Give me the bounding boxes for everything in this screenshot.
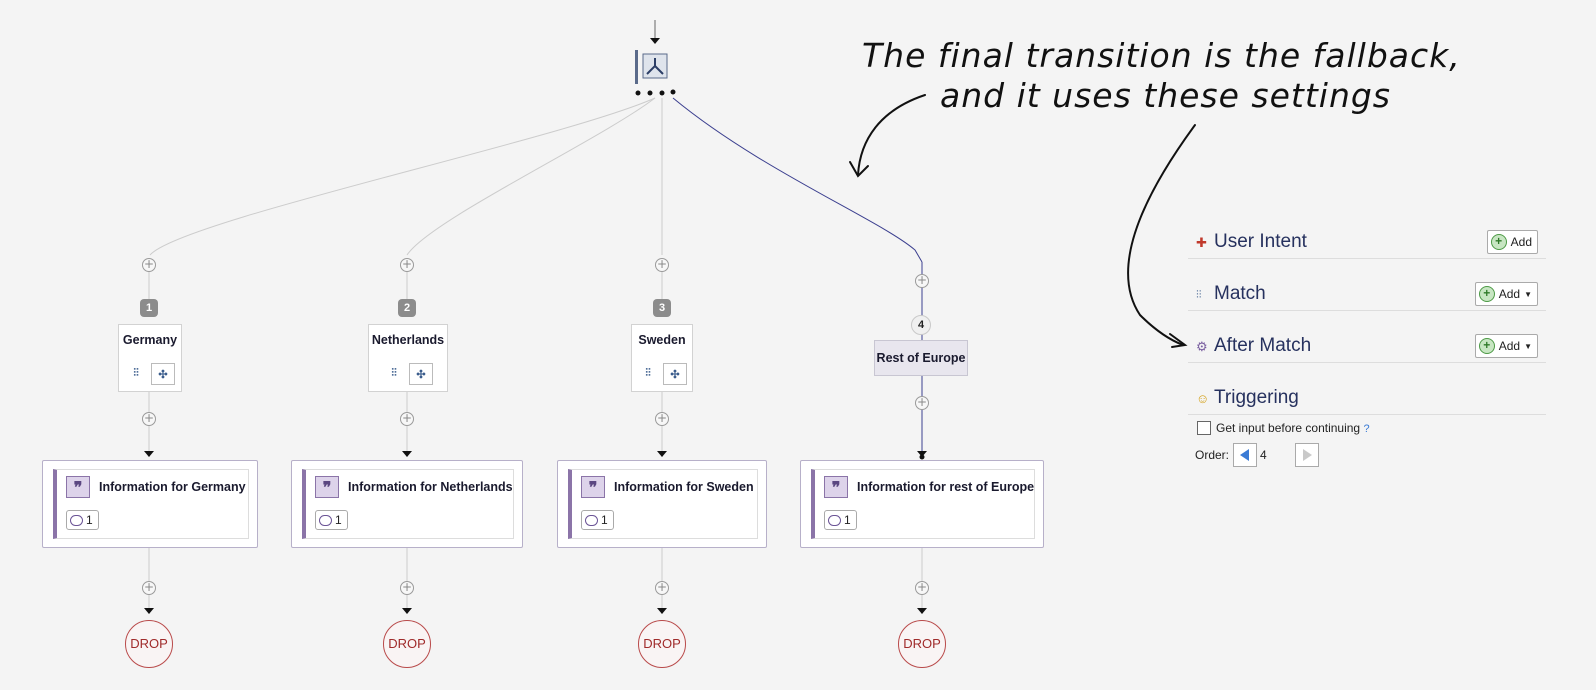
after-match-icon: ⚙ (1196, 339, 1208, 354)
plus-icon: + (1478, 338, 1495, 354)
order-badge: 1 (140, 299, 158, 317)
output-title: Information for Netherlands (348, 480, 513, 494)
add-node-button[interactable]: + (915, 395, 929, 410)
order-value: 4 (1260, 448, 1267, 462)
arrow-left-icon (1240, 449, 1249, 461)
add-user-intent-button[interactable]: +Add (1486, 230, 1538, 254)
plus-icon: + (1478, 286, 1495, 302)
branch-dot (635, 90, 641, 96)
section-user-intent[interactable]: ✚ User Intent +Add (1188, 228, 1546, 259)
chat-bubble-icon (828, 514, 841, 526)
get-input-label: Get input before continuing ? (1216, 421, 1370, 435)
annotation-arrow-left (857, 94, 926, 176)
transition-label: Netherlands (371, 333, 445, 347)
plus-icon: + (1490, 234, 1507, 250)
chevron-down-icon: ▼ (1524, 341, 1532, 351)
order-badge: 2 (398, 299, 416, 317)
section-triggering[interactable]: ☺ Triggering (1188, 384, 1546, 415)
add-node-button[interactable]: + (915, 580, 929, 595)
drop-node[interactable]: DROP (125, 620, 173, 668)
entity-network-icon[interactable]: ✣ (409, 363, 433, 385)
match-icon: ⫶⫶ (391, 366, 397, 379)
transition-sweden[interactable]: Sweden ⫶⫶ ✣ (631, 324, 693, 392)
add-node-button[interactable]: + (400, 411, 414, 426)
quote-icon: ❞ (581, 476, 605, 498)
person-icon: ☺ (1196, 391, 1210, 406)
quote-icon: ❞ (315, 476, 339, 498)
connector-netherlands (406, 97, 656, 256)
section-label: Match (1214, 283, 1266, 304)
order-increase-button[interactable] (1295, 443, 1319, 467)
add-node-button[interactable]: + (655, 411, 669, 426)
chat-bubble-icon (70, 514, 83, 526)
add-node-button[interactable]: + (142, 411, 156, 426)
entity-network-icon[interactable]: ✣ (663, 363, 687, 385)
add-node-button[interactable]: + (655, 580, 669, 595)
chevron-down-icon: ▼ (1524, 289, 1532, 299)
output-title: Information for Sweden (614, 480, 754, 494)
drop-node[interactable]: DROP (383, 620, 431, 668)
output-netherlands[interactable]: ❞ Information for Netherlands 1 (291, 460, 523, 548)
message-count[interactable]: 1 (824, 510, 857, 530)
drop-node[interactable]: DROP (898, 620, 946, 668)
output-sweden[interactable]: ❞ Information for Sweden 1 (557, 460, 767, 548)
annotation-arrow-right (1127, 124, 1196, 346)
add-transition-button[interactable]: + (400, 257, 414, 272)
output-title: Information for Germany (99, 480, 246, 494)
match-icon: ⫶⫶ (645, 366, 651, 379)
order-label: Order: (1195, 448, 1230, 462)
match-icon: ⫶⫶ (133, 366, 139, 379)
chat-bubble-icon (319, 514, 332, 526)
transition-label: Germany (122, 333, 178, 347)
section-label: User Intent (1214, 231, 1307, 252)
order-badge: 3 (653, 299, 671, 317)
get-input-checkbox[interactable] (1197, 421, 1211, 435)
add-after-match-button[interactable]: +Add▼ (1474, 334, 1538, 358)
transition-rest-of-europe[interactable]: Rest of Europe (874, 340, 968, 376)
annotation-line-2: and it uses these settings (940, 76, 1392, 115)
message-count[interactable]: 1 (315, 510, 348, 530)
transition-label: Sweden (638, 333, 686, 347)
message-count[interactable]: 1 (581, 510, 614, 530)
section-label: After Match (1214, 335, 1312, 356)
entity-network-icon[interactable]: ✣ (151, 363, 175, 385)
section-label: Triggering (1214, 387, 1299, 408)
output-title: Information for rest of Europe (857, 480, 1035, 494)
annotation-line-1: The final transition is the fallback, (862, 36, 1461, 75)
drop-node[interactable]: DROP (638, 620, 686, 668)
add-node-button[interactable]: + (142, 580, 156, 595)
help-icon[interactable]: ? (1363, 423, 1370, 435)
branch-dot (647, 90, 653, 96)
add-transition-button[interactable]: + (142, 257, 156, 272)
arrow-head (650, 38, 660, 44)
transition-netherlands[interactable]: Netherlands ⫶⫶ ✣ (368, 324, 448, 392)
switch-node[interactable] (635, 50, 669, 84)
section-after-match[interactable]: ⚙ After Match +Add▼ (1188, 332, 1546, 363)
output-germany[interactable]: ❞ Information for Germany 1 (42, 460, 258, 548)
user-intent-icon: ✚ (1196, 235, 1207, 250)
arrow-right-icon (1303, 449, 1312, 461)
transition-germany[interactable]: Germany ⫶⫶ ✣ (118, 324, 182, 392)
order-badge: 4 (911, 315, 931, 335)
section-match[interactable]: ⫶⫶ Match +Add▼ (1188, 280, 1546, 311)
message-count[interactable]: 1 (66, 510, 99, 530)
connector-rest-of-europe (672, 97, 923, 263)
chat-bubble-icon (585, 514, 598, 526)
output-rest-of-europe[interactable]: ❞ Information for rest of Europe 1 (800, 460, 1044, 548)
match-icon: ⫶⫶ (1196, 289, 1202, 301)
quote-icon: ❞ (824, 476, 848, 498)
connector-germany (149, 97, 656, 256)
branch-dot (659, 90, 665, 96)
add-transition-button[interactable]: + (915, 273, 929, 288)
branch-icon (635, 50, 668, 84)
add-node-button[interactable]: + (400, 580, 414, 595)
quote-icon: ❞ (66, 476, 90, 498)
order-decrease-button[interactable] (1233, 443, 1257, 467)
branch-dot (670, 89, 676, 95)
add-match-button[interactable]: +Add▼ (1474, 282, 1538, 306)
add-transition-button[interactable]: + (655, 257, 669, 272)
